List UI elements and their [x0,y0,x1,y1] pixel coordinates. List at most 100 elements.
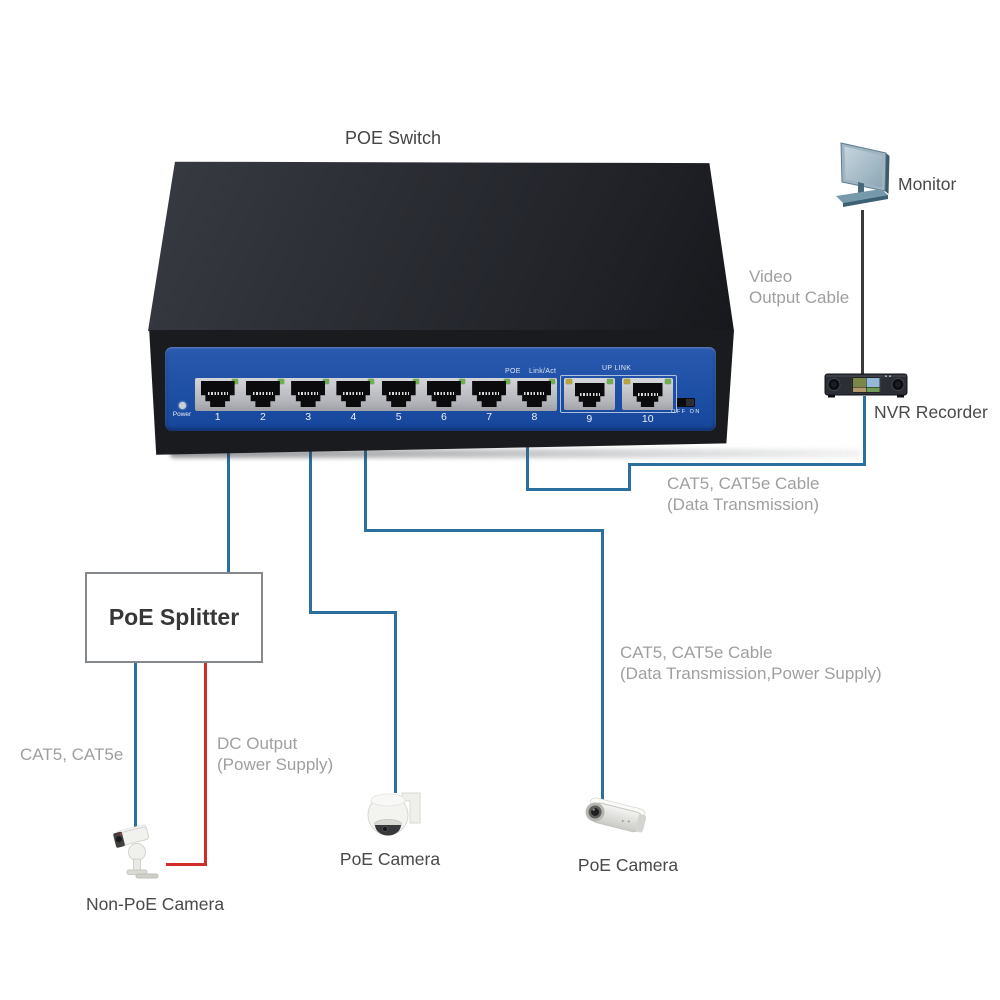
port-led-icon [232,379,239,384]
video-output-line1: Video [749,267,793,286]
power-label: Power [172,411,192,418]
port-led-icon [322,379,329,384]
uplink-label: UP LINK [602,365,632,372]
rj45-pins [343,392,364,395]
monitor-icon [830,136,902,220]
rj45-pins [388,392,409,395]
rj45-jack [472,381,507,407]
port-number: 10 [641,413,654,425]
power-led-icon [179,402,186,409]
cable-segment [309,403,312,614]
rj45-port-4 [331,378,376,411]
cable-segment [364,529,604,532]
rj45-pins [524,392,545,395]
poe-switch-device: Power POE Link/Act UP LINK 1 2 [148,160,734,456]
rj45-port-9 [564,378,615,410]
cable-segment [601,529,604,809]
cat5-data-line1: CAT5, CAT5e Cable [667,474,820,493]
link-act-label: Link/Act [529,368,557,375]
rj45-port-5 [376,378,421,411]
cable-segment [526,488,631,491]
cat5-power-line2: (Data Transmission,Power Supply) [620,664,882,683]
cable-segment [309,611,397,614]
uplink-number-row: 9 10 [560,413,677,425]
switch-shadow [170,449,862,458]
rj45-jack [574,383,605,407]
poe-splitter-box: PoE Splitter [85,572,263,663]
nvr-label: NVR Recorder [874,402,988,422]
rj45-jack [517,381,552,407]
switch-front-face: Power POE Link/Act UP LINK 1 2 [149,330,734,455]
uplink-port-group [560,375,677,413]
dc-output-cable-label: DC Output (Power Supply) [217,733,333,775]
rj45-jack [245,381,280,407]
rj45-port-10 [622,378,673,410]
dc-output-line1: DC Output [217,734,298,753]
port-number-row: 1 2 3 4 5 6 7 8 [195,411,557,423]
port-number: 6 [440,411,447,423]
port-led-icon [368,379,374,384]
port-led-icon [624,379,630,384]
port-led-icon [665,379,671,384]
rj45-jack [381,381,416,407]
cable-segment [628,463,631,491]
poe-label: POE [505,368,521,375]
rj45-pins [298,392,319,395]
rj45-pins [252,392,273,395]
cable-segment [227,403,230,573]
rj45-jack [426,381,461,407]
cat5-short-label: CAT5, CAT5e [20,745,124,764]
cat5-power-line1: CAT5, CAT5e Cable [620,643,773,662]
cable-segment [526,405,529,491]
poe-dome-camera-icon [362,789,428,849]
rj45-pins [207,392,228,395]
power-toggle [677,398,695,407]
video-output-line2: Output Cable [749,288,850,307]
rj45-port-2 [240,378,285,411]
port-led-icon [607,379,613,384]
port-led-icon [503,379,510,384]
port-number: 9 [586,413,593,425]
cat5-data-cable-label: CAT5, CAT5e Cable (Data Transmission) [667,473,819,515]
port-number: 5 [395,411,402,423]
non-poe-camera-icon [110,822,168,888]
rj45-pins [479,392,500,395]
rj45-port-7 [467,378,512,411]
cable-segment [394,611,397,793]
page-title: POE Switch [344,128,442,148]
poe-splitter-label: PoE Splitter [108,604,240,630]
rj45-jack [200,381,235,407]
port-number: 8 [531,411,538,423]
rj45-pins [637,393,658,396]
cable-segment [134,663,137,829]
rj45-port-6 [421,378,466,411]
non-poe-camera-label: Non-PoE Camera [85,894,225,914]
rj45-jack [336,381,371,407]
port-led-icon [566,379,572,384]
cable-segment [863,396,866,466]
switch-top-face [148,161,734,331]
cat5-data-line2: (Data Transmission) [667,495,820,514]
port-led-icon [458,379,465,384]
monitor-label: Monitor [898,174,957,194]
port-number: 2 [259,411,266,423]
poe-camera-2-label: PoE Camera [577,855,679,875]
video-output-cable-label: Video Output Cable [749,266,849,308]
rj45-pins [433,392,454,395]
port-number: 1 [214,411,221,423]
rj45-jack [291,381,326,407]
switch-front-panel: Power POE Link/Act UP LINK 1 2 [165,347,716,431]
port-strip [195,378,557,411]
cable-segment [861,210,864,374]
port-led-icon [549,379,555,384]
port-number: 4 [350,411,357,423]
cable-segment [364,403,367,532]
port-led-icon [413,379,420,384]
cable-segment [166,863,207,866]
toggle-label: OFF ON [671,409,701,415]
cable-segment [204,663,207,866]
dc-output-line2: (Power Supply) [217,755,334,774]
toggle-knob [686,399,694,406]
poe-camera-1-label: PoE Camera [339,849,441,869]
